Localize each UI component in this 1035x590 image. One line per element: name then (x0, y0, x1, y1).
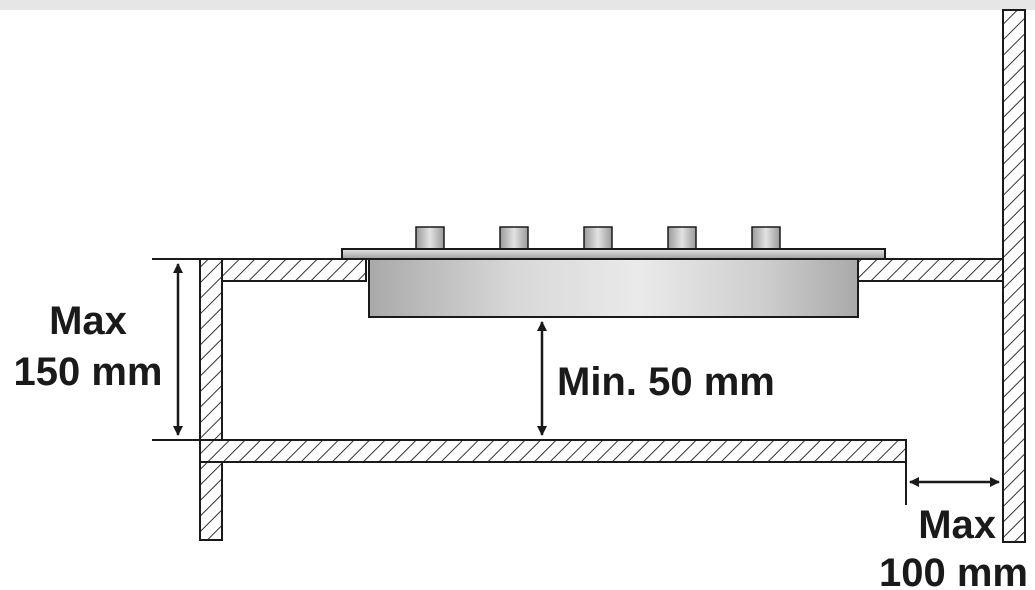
max-height-label-line2: 150 mm (14, 350, 163, 394)
max-gap-label-line2: 100 mm (879, 551, 1028, 590)
max-gap-label-line1: Max (918, 503, 996, 547)
min-clearance-label: Min. 50 mm (557, 360, 775, 404)
hob-knobs (415, 226, 781, 250)
hob-knob (751, 226, 781, 250)
header-strip (0, 0, 1035, 10)
hob-knob (415, 226, 445, 250)
hob-knob (583, 226, 613, 250)
max-height-label-line1: Max (49, 299, 127, 343)
cabinet-side-panel (199, 258, 223, 541)
hob-top-plate (341, 248, 886, 260)
hob-knob (499, 226, 529, 250)
hob-knob (667, 226, 697, 250)
hob-body (368, 258, 859, 318)
right-wall (1002, 9, 1026, 543)
worktop-left (199, 258, 367, 282)
separating-shelf (199, 439, 907, 463)
hob (341, 226, 886, 318)
worktop-right (857, 258, 1004, 282)
